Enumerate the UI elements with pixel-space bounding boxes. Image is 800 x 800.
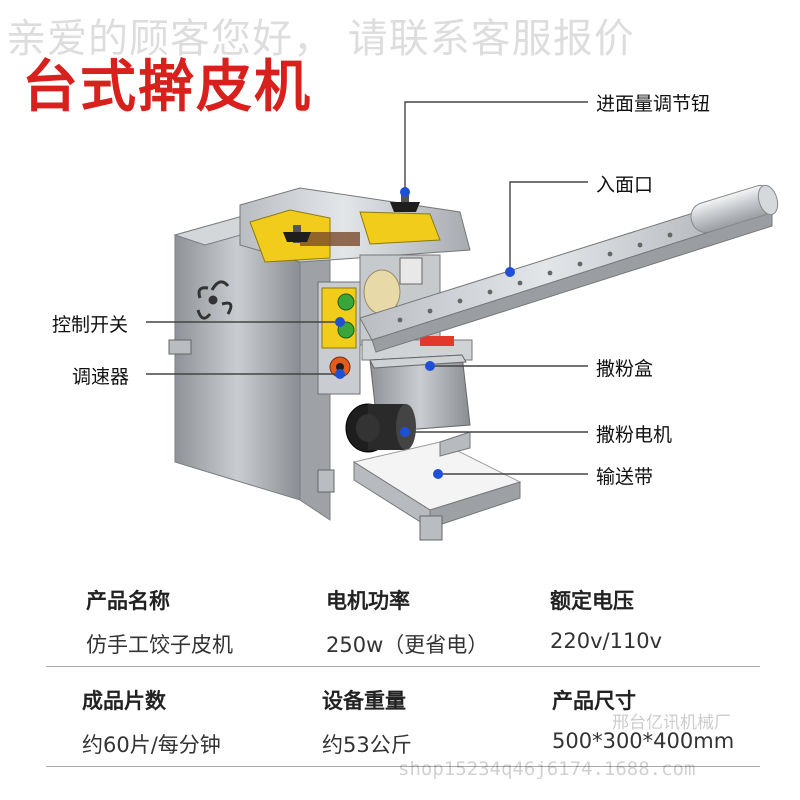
spec-value: 250w（更省电） — [326, 633, 489, 657]
spec-label: 产品尺寸 — [552, 689, 636, 713]
spec-item: 设备重量 约53公斤 — [322, 685, 552, 759]
start-button[interactable] — [337, 293, 355, 311]
flour-adjust-knob-2[interactable] — [283, 225, 311, 243]
spec-value: 约53公斤 — [322, 733, 412, 757]
divider — [46, 666, 760, 667]
spec-value: 仿手工饺子皮机 — [86, 633, 233, 657]
spec-item: 产品尺寸 500*300*400mm — [552, 685, 782, 753]
spec-item: 成品片数 约60片/每分钟 — [82, 685, 312, 759]
spec-label: 设备重量 — [322, 689, 406, 713]
spec-label: 成品片数 — [82, 689, 166, 713]
spec-label: 产品名称 — [86, 589, 170, 613]
callout-speed-controller: 调速器 — [72, 366, 130, 388]
callout-control-switch: 控制开关 — [52, 314, 129, 336]
spec-label: 额定电压 — [550, 589, 634, 613]
divider — [46, 766, 760, 767]
vent-icon — [196, 280, 233, 320]
spec-item: 电机功率 250w（更省电） — [326, 585, 556, 659]
machine-illustration — [146, 101, 779, 541]
page-title: 台式擀皮机 — [22, 55, 312, 120]
spec-table: 产品名称 仿手工饺子皮机 电机功率 250w（更省电） 额定电压 220v/11… — [0, 575, 800, 800]
spec-item: 产品名称 仿手工饺子皮机 — [86, 585, 316, 659]
spec-row: 产品名称 仿手工饺子皮机 电机功率 250w（更省电） 额定电压 220v/11… — [0, 585, 800, 675]
spec-item: 额定电压 220v/110v — [550, 585, 780, 653]
callout-flour-motor: 撒粉电机 — [596, 424, 673, 446]
callout-lines — [146, 101, 588, 475]
callout-conveyor: 输送带 — [596, 466, 654, 488]
callout-inlet: 入面口 — [596, 174, 654, 196]
callout-dots — [335, 187, 515, 479]
factory-watermark: 邢台亿讯机械厂 — [612, 713, 731, 733]
spec-value: 220v/110v — [550, 629, 663, 653]
top-watermark-text: 亲爱的顾客您好， 请联系客服报价 — [6, 16, 635, 62]
spec-label: 电机功率 — [326, 589, 410, 613]
shop-watermark: shop15234q46j6174.1688.com — [398, 758, 696, 780]
top-housing — [239, 187, 471, 263]
spec-value: 约60片/每分钟 — [82, 733, 221, 757]
spec-value: 500*300*400mm — [552, 729, 735, 753]
spec-row: 成品片数 约60片/每分钟 设备重量 约53公斤 产品尺寸 500*300*40… — [0, 685, 800, 775]
flour-adjust-knob[interactable] — [390, 192, 420, 212]
callout-flour-adjust: 进面量调节钮 — [596, 93, 711, 115]
inlet-arm — [359, 184, 779, 353]
callout-flour-box: 撒粉盒 — [596, 358, 654, 380]
flour-motor — [345, 403, 416, 453]
